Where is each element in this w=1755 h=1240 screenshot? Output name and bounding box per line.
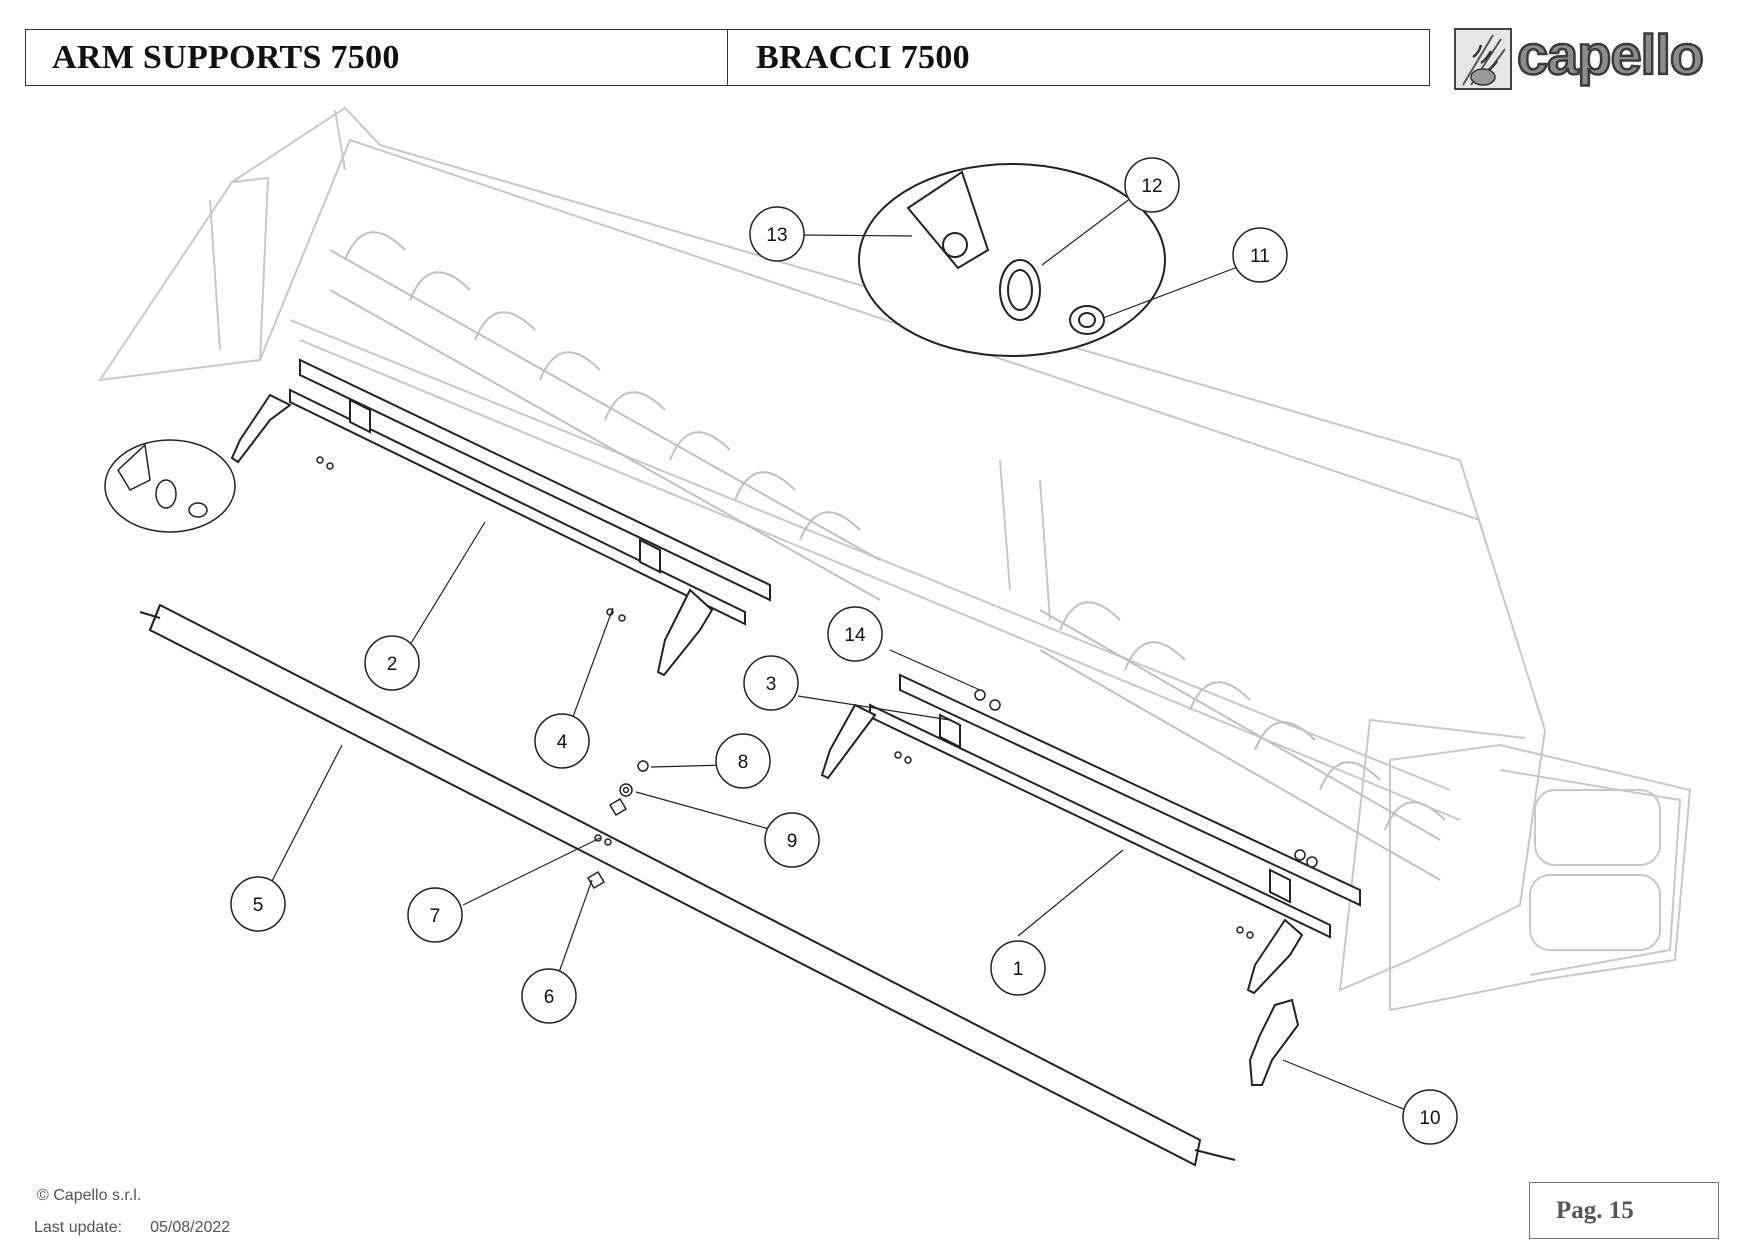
header-frame-outline [97,106,1692,1012]
title-box: ARM SUPPORTS 7500 BRACCI 7500 [25,29,1430,86]
svg-text:11: 11 [1250,246,1270,267]
leader-lines [269,194,1419,1116]
wheat-icon [1454,28,1512,90]
svg-text:1: 1 [1013,959,1024,980]
svg-text:5: 5 [253,895,264,916]
title-italian: BRACCI 7500 [756,38,970,76]
callout-11: 11 [1232,227,1288,283]
callout-1: 1 [990,940,1046,996]
callout-6: 6 [521,968,577,1024]
arm-support-left [230,358,771,677]
callout-8: 8 [715,733,771,789]
svg-text:14: 14 [844,625,866,646]
cutter-bar-beam [139,603,1236,1167]
bearing-detail-inset [858,163,1166,357]
callout-5: 5 [230,876,286,932]
bearing-detail-inset-small [104,439,236,533]
side-plate [1248,998,1300,1086]
capello-logo: capello [1453,22,1731,91]
svg-text:3: 3 [766,674,777,695]
svg-text:4: 4 [557,732,568,753]
svg-text:10: 10 [1419,1108,1440,1129]
callout-2: 2 [364,635,420,691]
callout-12: 12 [1124,157,1180,213]
svg-text:7: 7 [430,906,441,927]
svg-text:13: 13 [766,225,787,246]
callout-7: 7 [407,887,463,943]
footer-copyright: © Capello s.r.l. [37,1187,142,1204]
last-update-label: Last update: [34,1219,123,1236]
callout-4: 4 [534,713,590,769]
callout-10: 10 [1402,1089,1458,1145]
logo-wordmark: capello [1516,22,1705,88]
svg-text:2: 2 [387,654,398,675]
arm-support-right [820,673,1361,995]
small-hardware [316,456,1318,939]
title-english: ARM SUPPORTS 7500 [26,30,728,85]
callout-14: 14 [827,606,883,662]
page-number: Pag. 15 [1529,1182,1719,1239]
callout-9: 9 [764,812,820,868]
svg-text:6: 6 [544,987,555,1008]
svg-text:12: 12 [1141,176,1162,197]
last-update-date: 05/08/2022 [150,1219,231,1236]
callout-13: 13 [749,206,805,262]
auger-flights [329,231,1446,881]
svg-text:8: 8 [738,752,749,773]
footer-last-update: Last update: 05/08/2022 [34,1219,230,1237]
svg-text:9: 9 [787,831,798,852]
callout-3: 3 [743,655,799,711]
